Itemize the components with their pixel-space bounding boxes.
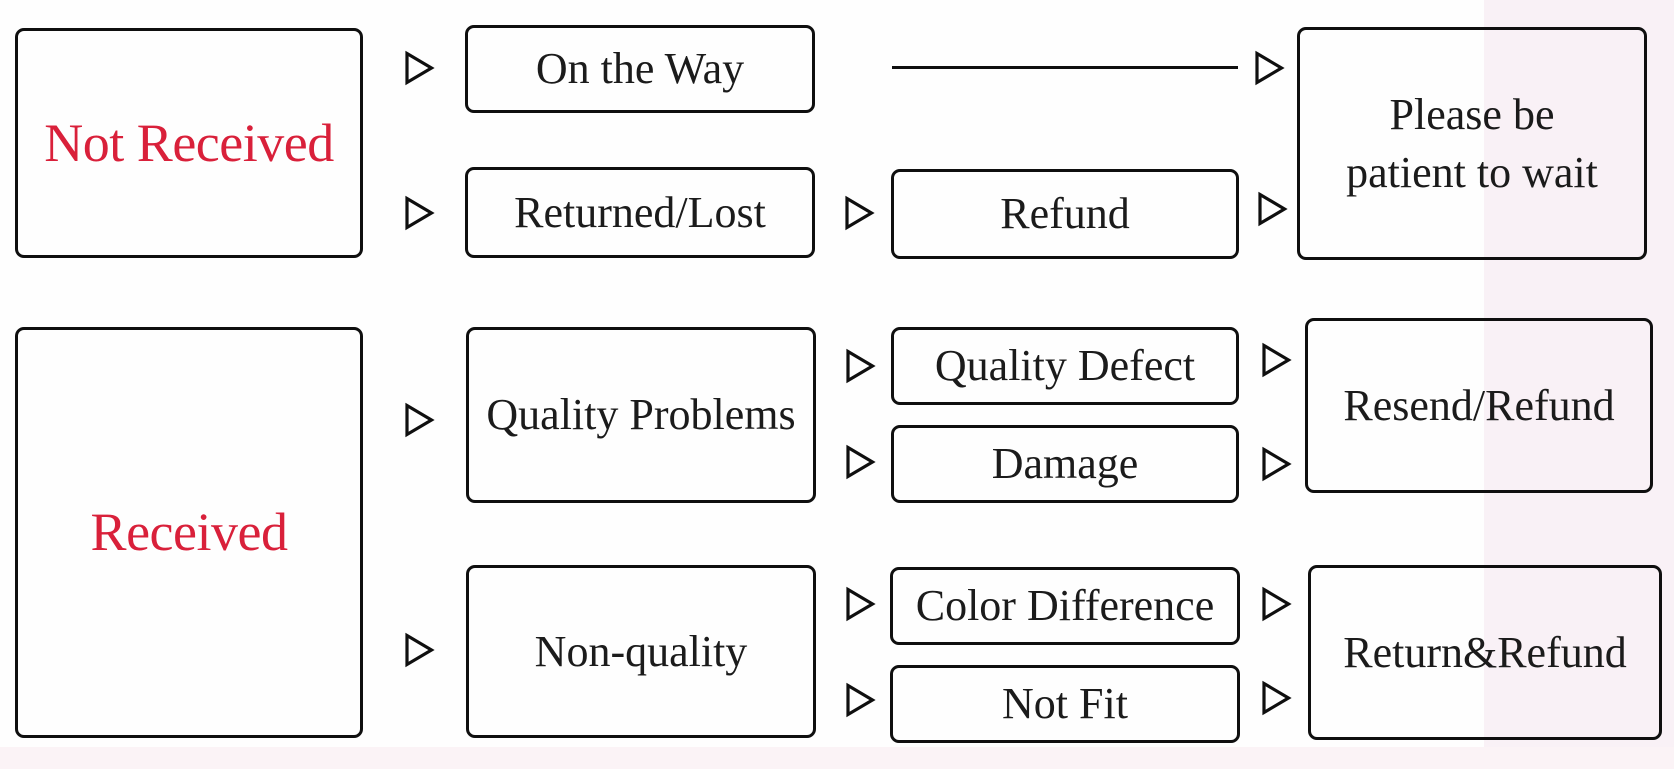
flow-arrow-icon <box>405 632 435 668</box>
flow-arrow-icon <box>846 682 876 718</box>
node-label: Returned/Lost <box>514 187 766 237</box>
node-refund: Refund <box>891 169 1239 259</box>
node-label: Please be patient to wait <box>1346 90 1598 197</box>
node-resend-refund: Resend/Refund <box>1305 318 1653 493</box>
background-tint-bottom <box>0 747 1674 769</box>
node-label: Return&Refund <box>1343 627 1627 677</box>
node-label: Not Fit <box>1002 679 1128 729</box>
node-label: Resend/Refund <box>1343 380 1615 430</box>
flow-arrow-icon <box>1262 342 1292 378</box>
node-please-be-patient: Please be patient to wait <box>1297 27 1647 260</box>
node-quality-defect: Quality Defect <box>891 327 1239 405</box>
node-returned-lost: Returned/Lost <box>465 167 815 258</box>
node-not-fit: Not Fit <box>890 665 1240 743</box>
node-color-difference: Color Difference <box>890 567 1240 645</box>
flow-arrow-icon <box>1262 680 1292 716</box>
flow-arrow-icon <box>846 586 876 622</box>
node-quality-problems: Quality Problems <box>466 327 816 503</box>
flow-arrow-icon <box>846 348 876 384</box>
node-return-refund: Return&Refund <box>1308 565 1662 740</box>
node-on-the-way: On the Way <box>465 25 815 113</box>
flow-arrow-icon <box>405 195 435 231</box>
flow-arrow-icon <box>846 444 876 480</box>
flow-arrow-icon <box>1255 50 1285 86</box>
connector-line <box>892 66 1238 69</box>
node-label: On the Way <box>535 44 745 94</box>
node-non-quality: Non-quality <box>466 565 816 738</box>
node-label: Non-quality <box>534 626 748 676</box>
node-label: Color Difference <box>915 581 1215 631</box>
background-tint-right <box>1484 0 1674 769</box>
flow-arrow-icon <box>1262 446 1292 482</box>
node-damage: Damage <box>891 425 1239 503</box>
flow-arrow-icon <box>845 195 875 231</box>
node-label: Received <box>90 502 288 563</box>
node-label: Damage <box>991 439 1139 489</box>
flow-arrow-icon <box>405 402 435 438</box>
flow-arrow-icon <box>1258 191 1288 227</box>
node-label: Not Received <box>44 112 334 173</box>
node-label: Refund <box>1000 189 1130 239</box>
node-not-received: Not Received <box>15 28 363 258</box>
node-received: Received <box>15 327 363 738</box>
flow-arrow-icon <box>1262 586 1292 622</box>
node-label: Quality Problems <box>486 390 796 440</box>
node-label: Quality Defect <box>934 341 1196 391</box>
flow-arrow-icon <box>405 50 435 86</box>
